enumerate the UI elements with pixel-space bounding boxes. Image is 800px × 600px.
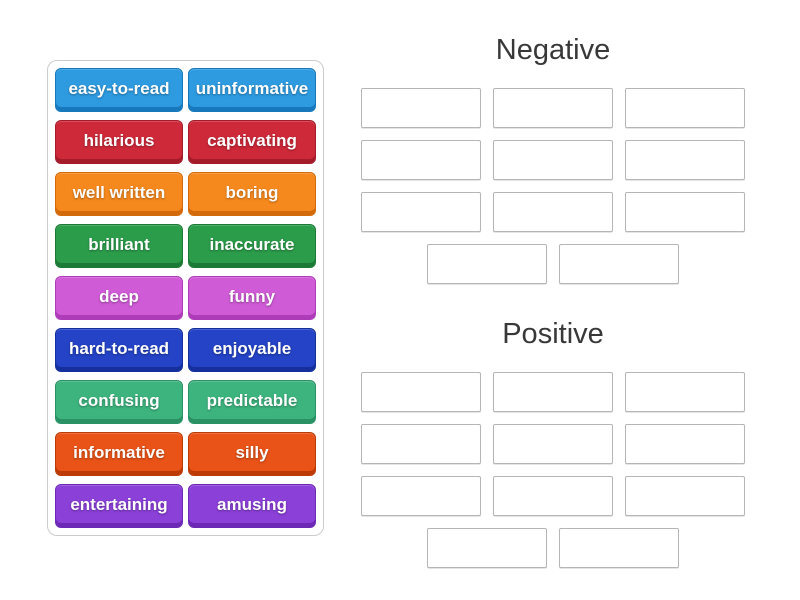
word-tile-label: captivating bbox=[207, 130, 297, 150]
slot-row-last-positive bbox=[361, 528, 745, 568]
word-tile[interactable]: inaccurate bbox=[188, 224, 316, 268]
word-tile-label: hard-to-read bbox=[68, 338, 170, 358]
word-tile[interactable]: easy-to-read bbox=[55, 68, 183, 112]
word-tile-label: deep bbox=[99, 286, 139, 306]
drop-slot[interactable] bbox=[493, 140, 613, 180]
word-tile[interactable]: funny bbox=[188, 276, 316, 320]
word-tile[interactable]: captivating bbox=[188, 120, 316, 164]
drop-slot[interactable] bbox=[427, 244, 547, 284]
word-tile-label: hilarious bbox=[83, 130, 155, 150]
drop-slot[interactable] bbox=[559, 244, 679, 284]
drop-slot[interactable] bbox=[493, 424, 613, 464]
word-tile[interactable]: informative bbox=[55, 432, 183, 476]
word-tile-label: boring bbox=[225, 182, 279, 202]
word-tile-label: uninformative bbox=[195, 78, 309, 98]
word-tile-label: well written bbox=[72, 182, 166, 202]
slot-grid-negative bbox=[361, 88, 745, 232]
drop-slot[interactable] bbox=[427, 528, 547, 568]
drop-slot[interactable] bbox=[625, 476, 745, 516]
drop-slot[interactable] bbox=[625, 424, 745, 464]
word-tile[interactable]: brilliant bbox=[55, 224, 183, 268]
drop-slot[interactable] bbox=[361, 424, 481, 464]
word-tile-label: confusing bbox=[78, 390, 160, 410]
word-tile[interactable]: uninformative bbox=[188, 68, 316, 112]
word-tile[interactable]: silly bbox=[188, 432, 316, 476]
drop-slot[interactable] bbox=[361, 372, 481, 412]
word-bank: easy-to-read uninformative hilarious cap… bbox=[47, 60, 324, 536]
word-tile-label: entertaining bbox=[70, 494, 168, 514]
word-tile-label: amusing bbox=[217, 494, 287, 514]
group-positive: Positive bbox=[361, 316, 745, 568]
group-title-negative: Negative bbox=[495, 34, 611, 66]
word-tile[interactable]: well written bbox=[55, 172, 183, 216]
slot-row-last-negative bbox=[361, 244, 745, 284]
drop-slot[interactable] bbox=[625, 372, 745, 412]
category-groups: Negative Positive bbox=[361, 32, 745, 568]
drop-slot[interactable] bbox=[361, 140, 481, 180]
drop-slot[interactable] bbox=[361, 476, 481, 516]
word-tile[interactable]: predictable bbox=[188, 380, 316, 424]
word-tile[interactable]: enjoyable bbox=[188, 328, 316, 372]
word-tile-label: predictable bbox=[206, 390, 298, 410]
word-tile-label: informative bbox=[73, 442, 165, 462]
drop-slot[interactable] bbox=[559, 528, 679, 568]
group-title-positive: Positive bbox=[502, 318, 604, 350]
word-tile-label: brilliant bbox=[88, 234, 150, 254]
word-tile[interactable]: deep bbox=[55, 276, 183, 320]
word-tile-label: silly bbox=[235, 442, 269, 462]
drop-slot[interactable] bbox=[625, 88, 745, 128]
drop-slot[interactable] bbox=[361, 192, 481, 232]
drop-slot[interactable] bbox=[625, 192, 745, 232]
word-tile-label: inaccurate bbox=[209, 234, 295, 254]
word-tile[interactable]: hard-to-read bbox=[55, 328, 183, 372]
word-tile[interactable]: entertaining bbox=[55, 484, 183, 528]
drop-slot[interactable] bbox=[493, 476, 613, 516]
word-tile[interactable]: boring bbox=[188, 172, 316, 216]
word-tile-label: enjoyable bbox=[212, 338, 292, 358]
word-tile[interactable]: amusing bbox=[188, 484, 316, 528]
word-tile-label: easy-to-read bbox=[68, 78, 170, 98]
drop-slot[interactable] bbox=[493, 192, 613, 232]
slot-grid-positive bbox=[361, 372, 745, 516]
drop-slot[interactable] bbox=[625, 140, 745, 180]
word-tile[interactable]: confusing bbox=[55, 380, 183, 424]
group-negative: Negative bbox=[361, 32, 745, 284]
drop-slot[interactable] bbox=[493, 372, 613, 412]
word-tile-label: funny bbox=[228, 286, 276, 306]
drop-slot[interactable] bbox=[493, 88, 613, 128]
word-tile[interactable]: hilarious bbox=[55, 120, 183, 164]
drop-slot[interactable] bbox=[361, 88, 481, 128]
